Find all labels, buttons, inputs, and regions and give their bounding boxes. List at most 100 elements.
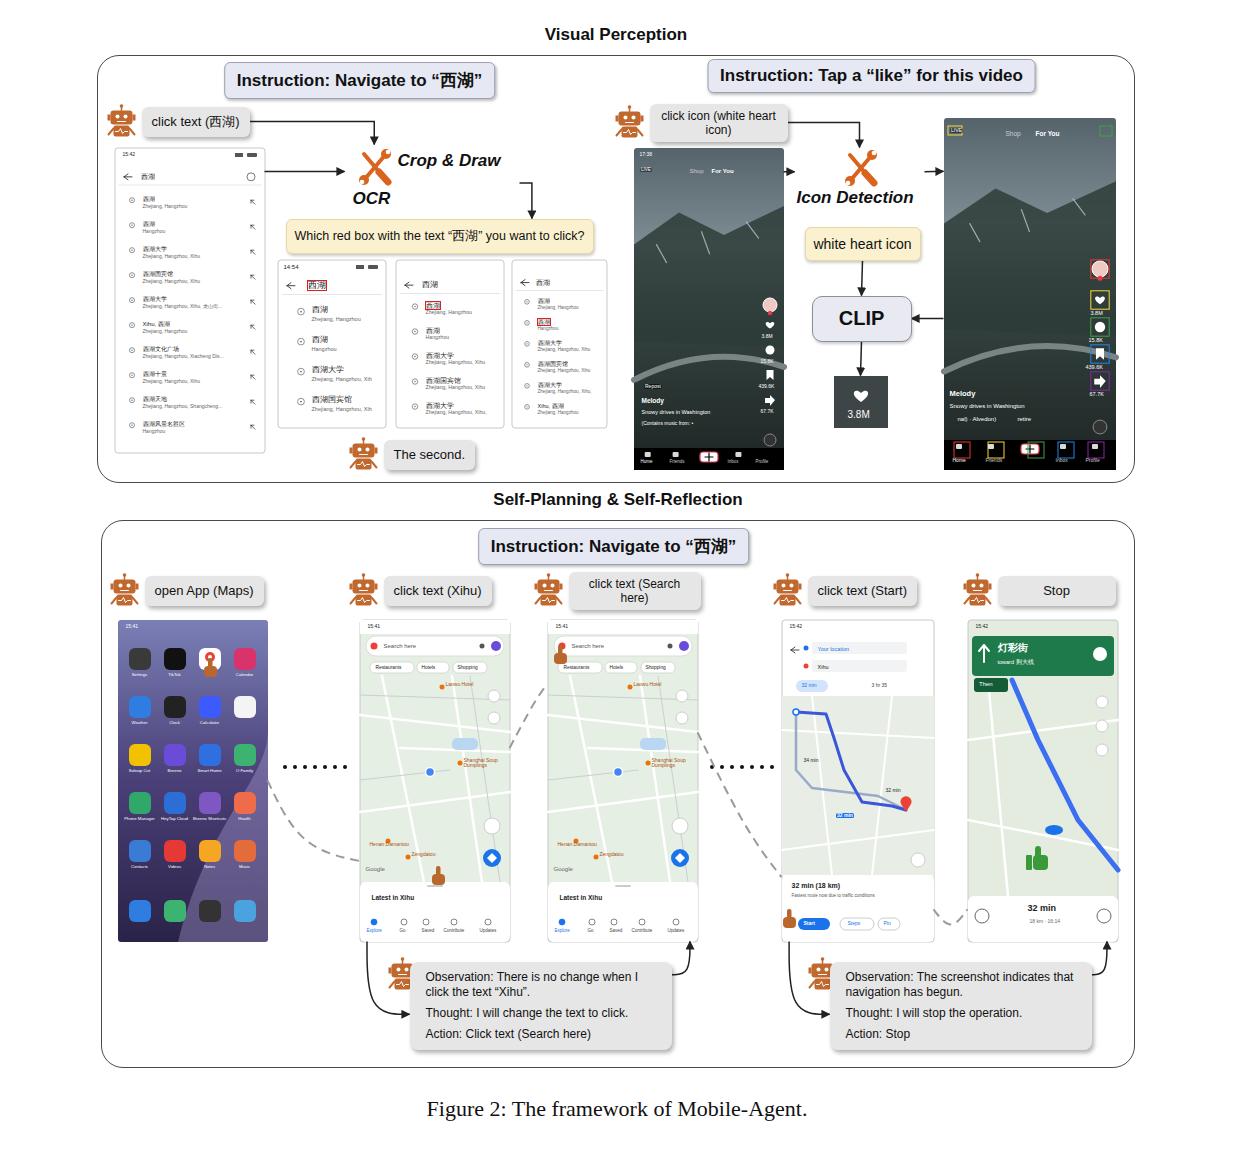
robot-ear [616, 116, 619, 122]
wrench-jaw [386, 150, 391, 155]
pin-icon [525, 342, 530, 347]
main-route [796, 712, 906, 810]
wrench [850, 155, 872, 181]
tab-icon [639, 919, 645, 925]
model-label: CLIP [839, 307, 885, 330]
agent-action-bubble: open App (Maps) [145, 576, 264, 606]
screen-text: 西湖十景 [143, 371, 167, 378]
arrow-connector [788, 123, 860, 148]
robot-head [967, 580, 989, 594]
app-icon [199, 696, 221, 718]
arrow-connector [861, 342, 862, 376]
bookmark-icon [1096, 348, 1104, 360]
screen-text: 西湖 [426, 302, 440, 309]
trajectory-line [268, 781, 360, 862]
wrench [364, 154, 386, 180]
pin-dot [131, 424, 132, 425]
ellipsis-dot [770, 765, 774, 769]
arrow-connector [265, 171, 345, 173]
instruction-text: Instruction: Navigate to “西湖” [237, 69, 483, 92]
pin-dot [131, 349, 132, 350]
robot-antenna-tip [976, 573, 980, 577]
video-screenshot [634, 148, 784, 470]
fill-arrow [251, 225, 255, 229]
screen-text: 西湖 [312, 336, 328, 345]
screen-text: Search here [384, 643, 417, 650]
directions-glyph [675, 853, 685, 863]
robot-eye [782, 584, 786, 588]
pin-dot [131, 399, 132, 400]
pin-icon [129, 323, 134, 328]
navigation-screenshot [968, 620, 1118, 942]
pin-icon [525, 321, 530, 326]
fill-arrow [251, 300, 255, 304]
instruction-box: Instruction: Tap a “like” for this video [707, 59, 1036, 93]
reflection-text: Action: Click text (Search here) [426, 1027, 660, 1042]
ellipsis-dot [720, 765, 724, 769]
robot-mouth [819, 974, 827, 975]
ellipsis-dot [760, 765, 764, 769]
poi-pin [594, 855, 599, 860]
pin-dot [131, 224, 132, 225]
arrow-connector [912, 318, 944, 320]
robot-head [619, 112, 641, 126]
arrow-connector [925, 171, 944, 173]
robot-ear [535, 584, 538, 590]
heart-icon [1095, 296, 1105, 304]
screen-text: Saved [610, 929, 623, 934]
search-pill [366, 636, 504, 656]
nav-icon [645, 452, 651, 457]
bottom-sheet [548, 882, 698, 942]
phone-screenshot: 15:42灯彩街toward 荆大线Then32 min18 km · 16:1… [968, 620, 1118, 942]
filter-chip [605, 662, 637, 673]
screen-text: Go [588, 929, 594, 934]
screen-text: 西湖大学 [538, 340, 562, 346]
tool-icon [845, 150, 877, 186]
back-arrow [521, 280, 529, 286]
phone-screenshot: 15:42Your locationXihu32 min3 hr 3534 mi… [782, 620, 934, 942]
nav-icon [1092, 444, 1098, 449]
robot-body [622, 127, 638, 138]
wrench-head [359, 175, 369, 185]
agent-action-bubble: click icon (white heart icon) [650, 104, 788, 142]
pin-dot [300, 371, 302, 373]
pin-icon [129, 398, 134, 403]
screen-text: (Contains music from: • [642, 421, 694, 427]
screen-text: Then [978, 681, 995, 688]
tab-icon [589, 919, 595, 925]
nav-bar [634, 448, 784, 470]
hand-palm [432, 874, 445, 885]
snow [970, 199, 1085, 242]
minor-road [470, 676, 500, 882]
screen-text: Soloop Cut [123, 769, 157, 774]
road [360, 715, 510, 732]
phone-screenshot: 17:38LIVEShopFor You3.8M15.8K439.6K67.7K… [634, 148, 784, 470]
water [452, 738, 478, 750]
plus-sign [1026, 445, 1034, 453]
robot-eye [366, 448, 370, 452]
agent-robot [774, 573, 802, 605]
back-arrow [791, 647, 799, 653]
video-screenshot [944, 118, 1116, 470]
screen-text: Hangzhou [143, 229, 166, 235]
screen-text: 西湖 [426, 327, 440, 334]
follow-dot [768, 311, 772, 315]
pin-icon [298, 338, 305, 345]
robot-ear [799, 584, 802, 590]
app-icon [234, 696, 256, 718]
agent-robot [111, 573, 139, 605]
agent-action-bubble: click text (Search here) [569, 572, 701, 610]
robot-arm [109, 129, 135, 135]
screen-text: 西湖风景名胜区 [143, 421, 185, 428]
robot-ear [964, 584, 967, 590]
screen-text: 34 min [804, 758, 819, 764]
robot-pulse [397, 982, 409, 987]
screen-text: Zhejiang, Hangzhou [538, 305, 579, 310]
screen-text: 32 min [1028, 904, 1057, 914]
phone-screenshot: 西湖西湖Zhejiang, Hangzhou西湖Hangzhou西湖大学Zhej… [396, 260, 504, 428]
robot-pulse [116, 129, 128, 134]
screen-text: Breeno [158, 769, 192, 774]
detection-box [1058, 442, 1074, 458]
pin-dot [526, 385, 527, 386]
screen-text: Zhejiang, Hangzhou, Xihu, [538, 389, 592, 394]
